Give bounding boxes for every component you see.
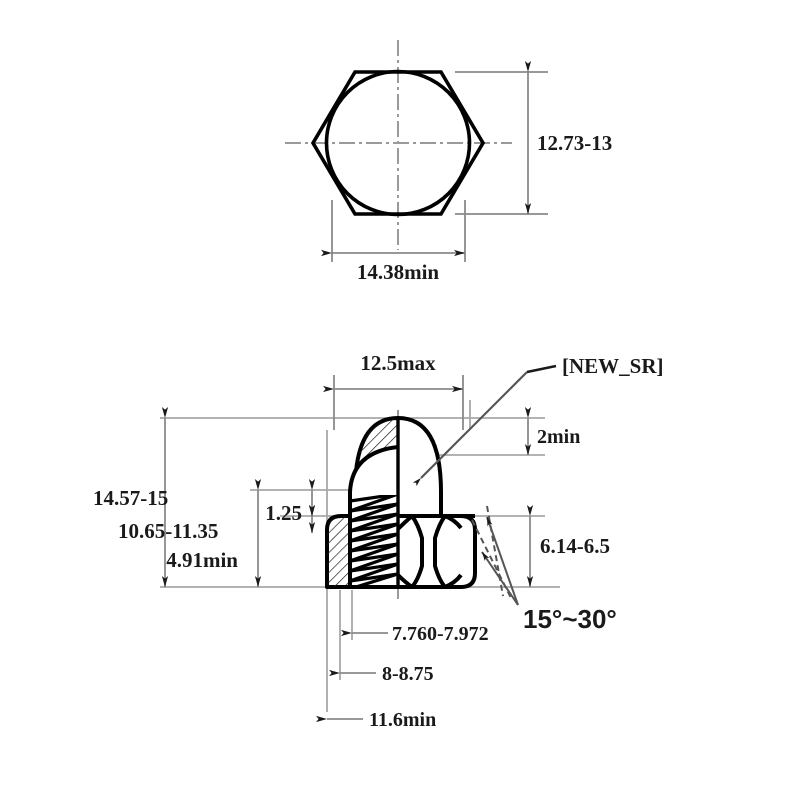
chamfer-angle-leader-upper	[486, 516, 519, 606]
hexagon-outline	[310, 70, 486, 216]
label-across-flats-bottom: 11.6min	[369, 709, 436, 731]
label-chamfer-angle: 15°~30°	[523, 604, 617, 634]
internal-thread-group	[350, 495, 398, 585]
circle-outline	[324, 69, 472, 217]
label-pitch: 1.25	[265, 501, 302, 525]
tv-label-across-corners: 14.38min	[357, 260, 440, 284]
hex-flat-edge-1	[410, 514, 424, 589]
label-thread-depth: 4.91min	[166, 548, 238, 572]
label-body-height: 10.65-11.35	[118, 519, 218, 543]
top-view-group: 12.73-13 14.38min	[285, 40, 612, 284]
tv-label-across-flats: 12.73-13	[537, 131, 612, 155]
label-overall-height: 14.57-15	[93, 486, 168, 510]
dome-cavity-mask	[350, 447, 398, 492]
hex-chamfer-arc-topleft	[396, 514, 414, 531]
section-view-group: [NEW_SR] 12.5max 2min 14.57-15 10.65-11.…	[93, 351, 664, 731]
new-sr-leader-diagonal	[412, 371, 528, 487]
label-wall-top: 2min	[537, 426, 580, 448]
label-new-sr: [NEW_SR]	[562, 354, 664, 378]
label-thread-major: 8-8.75	[382, 663, 434, 685]
label-hex-height: 6.14-6.5	[540, 534, 610, 558]
label-dome-width: 12.5max	[360, 351, 436, 375]
new-sr-leader-horizontal	[526, 364, 557, 374]
hex-chamfer-arc-topright	[444, 514, 463, 530]
bore-cavity-outline	[348, 445, 398, 587]
hex-chamfer-arc-bottomleft	[396, 573, 414, 589]
hex-flat-edge-2	[433, 514, 447, 589]
chamfer-angle-leader-lower	[481, 551, 519, 606]
label-thread-minor: 7.760-7.972	[392, 623, 489, 645]
hex-chamfer-arc-bottomright	[444, 573, 463, 589]
